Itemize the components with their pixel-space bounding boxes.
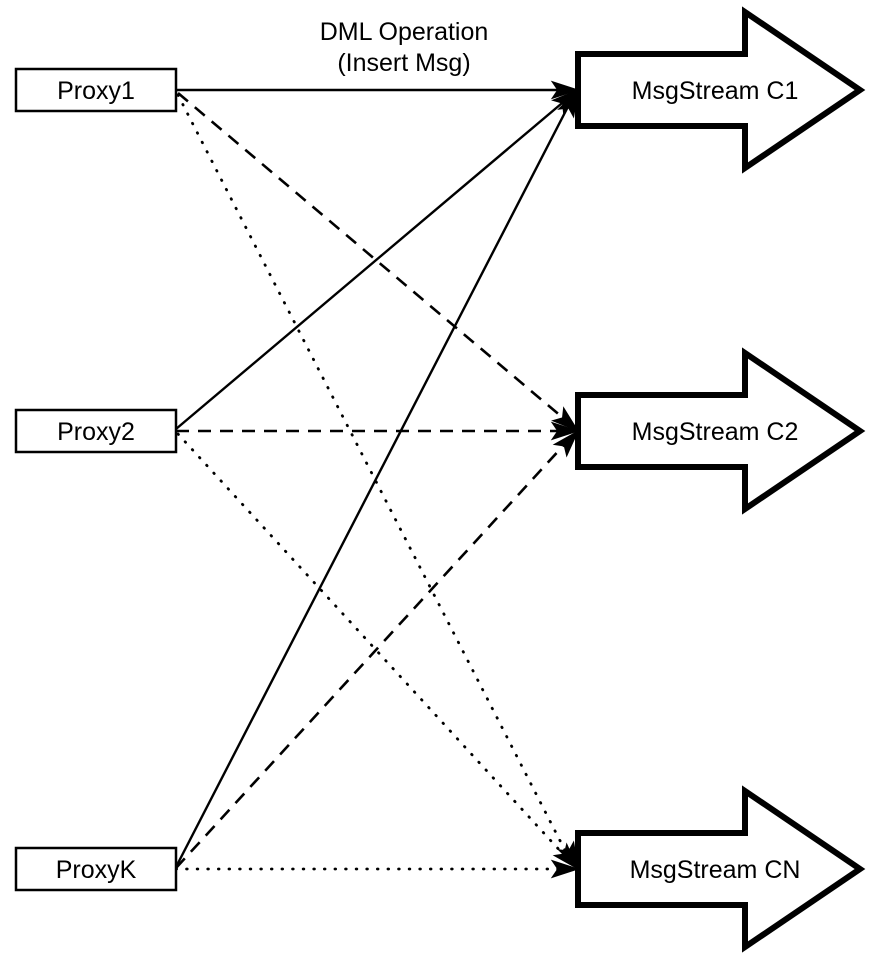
arrowhead-head-p2-cn xyxy=(552,842,580,871)
edge-label-line2: (Insert Msg) xyxy=(337,49,470,77)
node-box-label: Proxy1 xyxy=(57,77,135,105)
stream-label: MsgStream CN xyxy=(630,856,801,884)
node-box-shape xyxy=(14,846,178,892)
edge-proxy2-to-c1 xyxy=(175,92,575,430)
stream-arrow-shape xyxy=(575,347,866,515)
arrowhead-head-p1-c1 xyxy=(550,80,580,100)
node-box-shape xyxy=(14,408,178,454)
stream-label: MsgStream C1 xyxy=(632,77,799,105)
edge-label-line1: DML Operation xyxy=(320,18,489,46)
edge-proxy1-to-cn xyxy=(176,93,575,868)
arrowheads-layer xyxy=(550,80,580,879)
arrowhead-head-pk-c2 xyxy=(552,429,580,458)
edge-proxy2-to-cn xyxy=(176,432,576,868)
stream-msgstream_c1[interactable]: MsgStream C1 xyxy=(575,6,866,174)
node-box-label: ProxyK xyxy=(56,856,137,884)
arrowhead-head-pk-cn xyxy=(550,859,580,879)
stream-arrow-shape xyxy=(575,785,866,953)
stream-msgstream_c2[interactable]: MsgStream C2 xyxy=(575,347,866,515)
edges-layer xyxy=(174,88,577,871)
node-proxy1[interactable]: Proxy1 xyxy=(14,67,178,113)
stream-arrow-shape xyxy=(575,6,866,174)
node-proxy2[interactable]: Proxy2 xyxy=(14,408,178,454)
edge-proxyk-to-c2 xyxy=(175,433,575,869)
node-box-shape xyxy=(14,67,178,113)
streams-layer: MsgStream C1 MsgStream C2 MsgStream CN xyxy=(575,6,866,953)
edge-proxyk-to-c1 xyxy=(174,94,576,868)
arrowhead-head-p1-c2 xyxy=(551,406,580,433)
node-box-label: Proxy2 xyxy=(57,418,135,446)
stream-label: MsgStream C2 xyxy=(632,418,799,446)
stream-msgstream_cn[interactable]: MsgStream CN xyxy=(575,785,866,953)
node-proxyk[interactable]: ProxyK xyxy=(14,846,178,892)
edge-label-dml-operation: DML Operation (Insert Msg) xyxy=(320,18,489,77)
arrowhead-head-p2-c2 xyxy=(550,421,580,441)
